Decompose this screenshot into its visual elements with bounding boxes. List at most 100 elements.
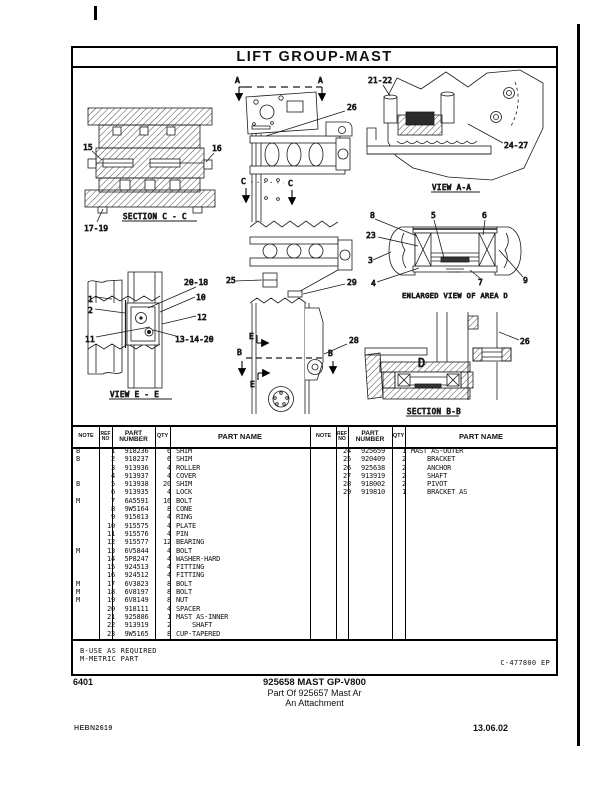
cell-note: M [76,546,81,555]
callout-13-14-20: 13-14-20 [175,335,214,344]
cell-num: 918237 [124,455,149,464]
cell-ref: 20 [106,604,115,613]
cell-num: 924512 [124,571,149,580]
cell-note [73,563,102,571]
cell-qty: 4 [166,513,171,522]
cell-qty: 1 [401,447,406,455]
diagram-section-bb: D 26 SECTION B-B [364,312,530,417]
cell-num: 9W5164 [124,505,149,514]
cell-ref: 7 [110,496,115,505]
cell-num: 920409 [360,455,386,464]
callout-17-19: 17-19 [84,224,108,233]
cell-num: 913919 [124,621,149,630]
cell-ref: 23 [106,629,115,638]
cell-name: SHIM [176,455,193,464]
cell-num: 9W5165 [124,629,149,638]
header-qty: QTY [156,433,169,440]
callout-7: 7 [478,278,483,287]
header-qty: QTY [392,433,405,440]
cell-qty: 4 [166,604,171,613]
callout-11: 11 [85,335,95,344]
cell-name: CUP-TAPERED [176,629,221,638]
cell-note [73,613,102,621]
cell-note: M [76,496,81,505]
cell-num: 918002 [360,480,386,489]
header-part-name: PART NAME [458,432,504,442]
callout-12: 12 [197,313,207,322]
cell-note [73,472,102,480]
callout-16: 16 [212,144,222,153]
header-note: NOTE [78,433,94,440]
callout-10: 10 [196,293,206,302]
cell-name: SHAFT [411,471,448,480]
cell-qty: 8 [166,579,171,588]
cell-num: 918111 [124,604,149,613]
cell-num: 915575 [124,521,149,530]
cell-note [73,605,102,613]
cell-name: BOLT [176,579,193,588]
cell-qty: 12 [162,538,171,547]
cell-ref: 11 [106,529,115,538]
cell-num: 913935 [124,488,149,497]
cell-name: BOLT [176,496,193,505]
cell-qty: 4 [166,463,171,472]
cell-ref: 5 [110,480,115,489]
cell-note [311,480,339,488]
cell-note: B [76,447,81,455]
cell-num: 919810 [360,488,386,497]
callout-9: 9 [523,276,528,285]
cell-qty: 2 [401,455,406,464]
area-letter-d: D [418,356,425,370]
cell-name: MAST AS-INNER [176,612,229,621]
cell-qty: 4 [166,488,171,497]
cell-qty: 4 [166,571,171,580]
callout-29: 29 [347,278,357,287]
cell-ref: 14 [106,554,115,563]
cell-num: 6A5591 [124,496,149,505]
callout-5: 5 [431,211,436,220]
section-letter-c: C [288,179,293,188]
cell-num: 918236 [124,447,149,455]
cell-ref: 21 [106,612,115,621]
cell-name: SHIM [176,447,193,455]
cell-name: PLATE [176,521,197,530]
cell-note [73,488,102,496]
cell-num: 6V8197 [124,588,149,597]
drawing-code: C-477800 EP [500,659,550,667]
section-letter-e: E [250,380,255,389]
cell-ref: 10 [106,521,115,530]
cell-name: BRACKET [411,455,456,464]
cell-qty: 8 [166,505,171,514]
cell-num: 913938 [124,480,149,489]
cell-name: SPACER [176,604,201,613]
cell-qty: 1 [166,612,171,621]
attachment-line: An Attachment [285,698,344,708]
diagram-view-ee: 1 2 11 20-18 10 12 13-14-20 VIEW E - E [85,271,214,400]
cell-qty: 8 [166,588,171,597]
page-title: LIFT GROUP-MAST [236,49,393,65]
cell-ref: 13 [106,546,115,555]
form-number: 6401 [73,677,94,687]
footer-part-info: 925658 MAST GP-V800 Part Of 925657 Mast … [71,677,558,708]
scan-artifact-mark [94,6,97,20]
callout-21-22: 21-22 [368,76,392,85]
